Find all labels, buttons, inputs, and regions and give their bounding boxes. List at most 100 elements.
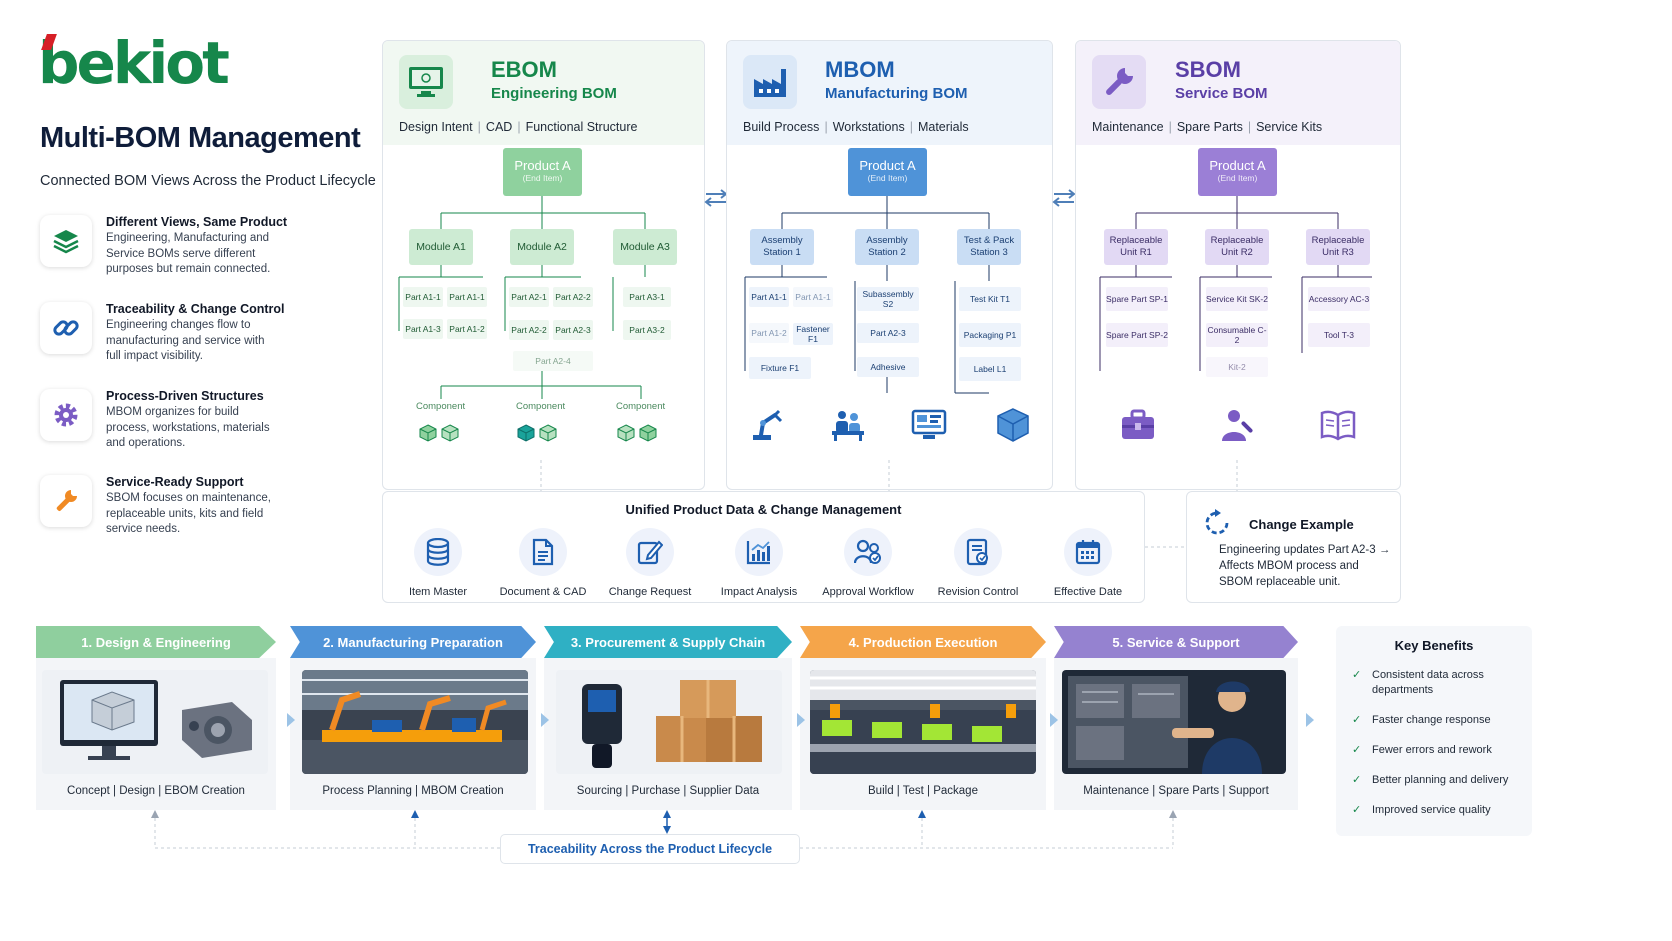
sbom-panel: SBOM Service BOM Maintenance|Spare Parts… bbox=[1075, 40, 1401, 490]
benefit-item: ✓Better planning and delivery bbox=[1352, 774, 1509, 786]
bekiot-logo: bekiot bbox=[38, 29, 230, 97]
ebom-module-node: Module A1 bbox=[409, 229, 473, 265]
mbom-panel: MBOM Manufacturing BOM Build Process|Wor… bbox=[726, 40, 1053, 490]
sbom-item-node: Tool T-3 bbox=[1308, 323, 1370, 347]
ebom-part-node: Part A1-1 bbox=[447, 287, 487, 307]
stage-caption: Process Planning | MBOM Creation bbox=[322, 785, 504, 797]
unified-item-label: Effective Date bbox=[1053, 586, 1123, 598]
package-icon bbox=[997, 408, 1029, 442]
unified-change-request[interactable]: Change Request bbox=[595, 528, 705, 598]
ebom-module-node: Module A2 bbox=[510, 229, 574, 265]
ebom-part-node: Part A1-1 bbox=[403, 287, 443, 307]
database-icon bbox=[414, 528, 462, 576]
page-title: Multi-BOM Management bbox=[40, 122, 361, 154]
unified-effective-date[interactable]: Effective Date bbox=[1033, 528, 1143, 598]
unified-revision-control[interactable]: Revision Control bbox=[923, 528, 1033, 598]
unified-item-master[interactable]: Item Master bbox=[383, 528, 493, 598]
feature-traceability: Traceability & Change Control Engineerin… bbox=[40, 302, 300, 365]
stage-manufacturing-preparation: 2. Manufacturing Preparation bbox=[290, 626, 536, 658]
unified-item-label: Change Request bbox=[608, 586, 692, 598]
check-icon: ✓ bbox=[1352, 714, 1362, 726]
chart-icon bbox=[735, 528, 783, 576]
sbom-item-node: Accessory AC-3 bbox=[1308, 287, 1370, 311]
factory-floor-image bbox=[302, 670, 528, 774]
stage-arrow-icon bbox=[287, 713, 295, 727]
check-icon: ✓ bbox=[1352, 744, 1362, 756]
mbom-item-node: Label L1 bbox=[959, 357, 1021, 381]
ebom-part-node: Part A2-2 bbox=[553, 287, 593, 307]
ebom-part-node: Part A2-4 bbox=[513, 351, 593, 371]
unified-item-label: Item Master bbox=[408, 586, 468, 598]
mbom-root-node: Product A(End Item) bbox=[848, 148, 927, 196]
mbom-item-node: Part A1-1 bbox=[793, 287, 833, 307]
mbom-station-node: Assembly Station 2 bbox=[855, 229, 919, 265]
mbom-item-node: Adhesive bbox=[857, 357, 919, 377]
stage-service-support: 5. Service & Support bbox=[1054, 626, 1298, 658]
technician-icon bbox=[1222, 410, 1253, 441]
stage-arrow-icon bbox=[797, 713, 805, 727]
stage-arrow-icon bbox=[1050, 713, 1058, 727]
unified-impact-analysis[interactable]: Impact Analysis bbox=[704, 528, 814, 598]
refresh-icon bbox=[1205, 509, 1229, 535]
cube-icon bbox=[517, 424, 535, 442]
sbom-item-node: Spare Part SP-1 bbox=[1106, 287, 1168, 311]
technician-servicing-image bbox=[1062, 670, 1286, 774]
feature-title: Process-Driven Structures bbox=[106, 389, 264, 403]
mbom-item-node: Fixture F1 bbox=[749, 357, 811, 379]
change-example-title: Change Example bbox=[1249, 517, 1354, 532]
mbom-header: MBOM Manufacturing BOM Build Process|Wor… bbox=[727, 41, 1052, 145]
mbom-item-node: Subassembly S2 bbox=[857, 287, 919, 311]
stage-arrow-icon bbox=[541, 713, 549, 727]
sbom-unit-node: Replaceable Unit R2 bbox=[1205, 229, 1269, 265]
factory-icon bbox=[743, 55, 797, 109]
feature-desc: MBOM organizes for build process, workst… bbox=[106, 406, 270, 449]
sbom-item-node: Spare Part SP-2 bbox=[1106, 323, 1168, 347]
ebom-component-label: Component bbox=[616, 401, 666, 412]
stage-caption: Build | Test | Package bbox=[868, 785, 978, 797]
sbom-subtitle: Service BOM bbox=[1175, 85, 1268, 102]
mbom-item-node: Part A2-3 bbox=[857, 323, 919, 343]
ebom-tags: Design Intent|CAD|Functional Structure bbox=[399, 120, 638, 134]
unified-title: Unified Product Data & Change Management bbox=[625, 502, 902, 517]
cube-icon bbox=[539, 424, 557, 442]
mbom-subtitle: Manufacturing BOM bbox=[825, 85, 968, 102]
stage-production-execution: 4. Production Execution bbox=[800, 626, 1046, 658]
key-benefits-title: Key Benefits bbox=[1394, 638, 1474, 653]
mbom-tags: Build Process|Workstations|Materials bbox=[743, 120, 969, 134]
mbom-item-node: Part A1-2 bbox=[749, 323, 789, 343]
sbom-unit-node: Replaceable Unit R1 bbox=[1104, 229, 1168, 265]
sbom-tags: Maintenance|Spare Parts|Service Kits bbox=[1092, 120, 1323, 134]
benefit-item: ✓Consistent data across departments bbox=[1352, 669, 1484, 696]
gear-icon bbox=[40, 389, 92, 441]
sbom-tree-lines bbox=[1099, 196, 1372, 371]
unified-item-label: Impact Analysis bbox=[720, 586, 798, 598]
feature-different-views: Different Views, Same Product Engineerin… bbox=[40, 215, 300, 278]
document-icon bbox=[519, 528, 567, 576]
mbom-item-node: Test Kit T1 bbox=[959, 287, 1021, 311]
mbom-item-node: Fastener F1 bbox=[793, 323, 833, 345]
check-icon: ✓ bbox=[1352, 804, 1362, 816]
ebom-root-node: Product A(End Item) bbox=[503, 148, 582, 196]
feature-desc: Engineering changes flow to manufacturin… bbox=[106, 319, 265, 362]
unified-approval-workflow[interactable]: Approval Workflow bbox=[813, 528, 923, 598]
change-example-desc: Engineering updates Part A2-3 → Affects … bbox=[1219, 544, 1391, 588]
feature-title: Traceability & Change Control bbox=[106, 302, 285, 316]
unified-document-cad[interactable]: Document & CAD bbox=[488, 528, 598, 598]
ebom-part-node: Part A3-2 bbox=[623, 320, 671, 340]
users-icon bbox=[844, 528, 892, 576]
stage-procurement-supply-chain: 3. Procurement & Supply Chain bbox=[544, 626, 792, 658]
cube-icon bbox=[419, 424, 437, 442]
robot-arm-icon bbox=[753, 409, 783, 440]
feature-title: Service-Ready Support bbox=[106, 475, 244, 489]
feature-desc: Engineering, Manufacturing and Service B… bbox=[106, 232, 271, 275]
sbom-header: SBOM Service BOM Maintenance|Spare Parts… bbox=[1076, 41, 1400, 145]
change-example-panel: Change Example Engineering updates Part … bbox=[1186, 491, 1401, 603]
ebom-panel: EBOM Engineering BOM Design Intent|CAD|F… bbox=[382, 40, 705, 490]
feature-service-ready: Service-Ready Support SBOM focuses on ma… bbox=[40, 475, 300, 538]
ebom-title: EBOM bbox=[491, 57, 557, 82]
key-benefits-panel: Key Benefits ✓Consistent data across dep… bbox=[1336, 626, 1532, 836]
page-subtitle: Connected BOM Views Across the Product L… bbox=[40, 173, 376, 189]
wrench-icon bbox=[40, 475, 92, 527]
scanner-boxes-image bbox=[556, 670, 782, 774]
